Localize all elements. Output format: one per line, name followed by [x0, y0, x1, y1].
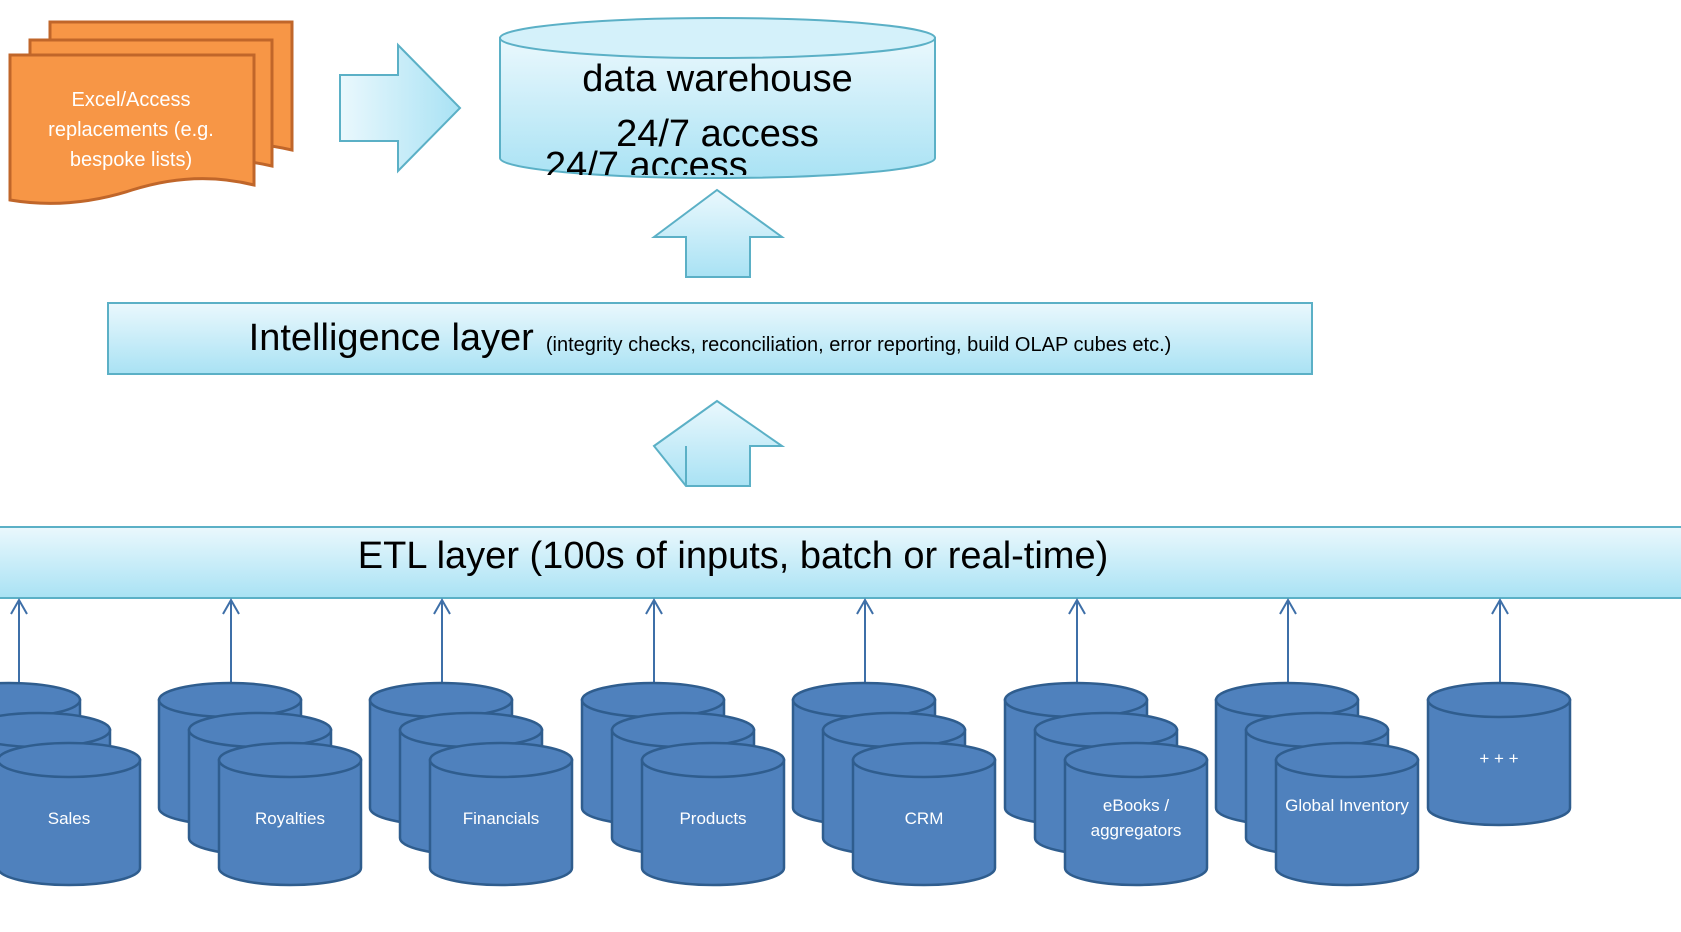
database-stack-3: [580, 681, 786, 887]
source-connectors: [10, 597, 1509, 684]
intelligence-layer: Intelligence layer (integrity checks, re…: [108, 303, 1312, 374]
database-label: Products: [679, 809, 747, 828]
excel-replacements-documents: [8, 20, 294, 205]
data-warehouse-title: data warehouse: [582, 58, 853, 100]
database-stack-1: [157, 681, 363, 887]
database-label: CRM: [904, 809, 944, 828]
database-stack-6: [1214, 681, 1420, 887]
database-label: Global Inventory: [1285, 796, 1409, 815]
intelligence-layer-title: Intelligence layer: [248, 317, 534, 359]
excel-replacements-label: Excel/Access replacements (e.g. bespoke …: [48, 89, 214, 171]
etl-layer-box: [0, 526, 1681, 599]
data-warehouse-subtitle: 24/7 access: [616, 113, 819, 155]
database-label: Financials: [462, 809, 540, 828]
arrow-up-icon: [652, 399, 786, 487]
database-stack-7: [1426, 681, 1572, 827]
source-databases: [0, 681, 1572, 887]
database-label: eBooks / aggregators: [1090, 796, 1182, 840]
database-stack-5: [1003, 681, 1209, 887]
database-stack-4: [791, 681, 997, 887]
database-label: Royalties: [255, 809, 325, 828]
database-stack-0: [0, 681, 142, 887]
database-label: + + +: [1479, 749, 1519, 768]
arrow-right-icon: [339, 42, 462, 174]
arrow-up-icon: [650, 188, 786, 278]
data-warehouse-hidden-text: 24/7 access: [545, 145, 748, 175]
etl-layer-label: ETL layer (100s of inputs, batch or real…: [357, 535, 1109, 577]
intelligence-layer-detail: (integrity checks, reconciliation, error…: [545, 334, 1172, 356]
intelligence-layer-box: [107, 302, 1313, 375]
database-stack-2: [368, 681, 574, 887]
database-label: Sales: [47, 809, 91, 828]
data-warehouse-cylinder: [499, 17, 936, 180]
